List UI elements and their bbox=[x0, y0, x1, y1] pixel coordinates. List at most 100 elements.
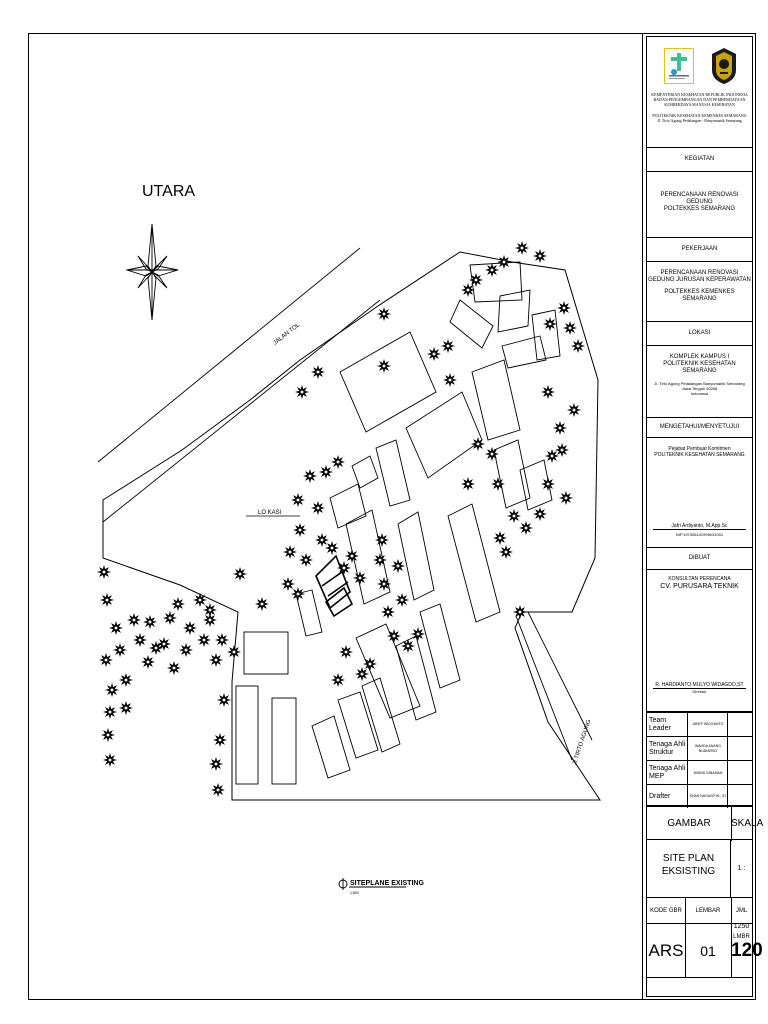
caption-text: SITEPLANE EXISTING bbox=[350, 880, 424, 887]
tree-icon bbox=[498, 544, 514, 560]
kegiatan-line1: PERENCANAAN RENOVASI GEDUNG bbox=[660, 192, 739, 205]
tree-icon bbox=[166, 660, 182, 676]
tree-icon bbox=[118, 700, 134, 716]
tree-icon bbox=[410, 626, 426, 642]
tree-icon bbox=[310, 364, 326, 380]
lokasi-heading: LOKASI bbox=[647, 321, 752, 345]
lokasi-line2: POLITEKNIK KESEHATAN SEMARANG bbox=[663, 361, 736, 374]
tree-icon bbox=[532, 506, 548, 522]
drawing-caption: SITEPLANE EXISTING 1:800 bbox=[338, 878, 424, 895]
mengetahui-heading: MENGETAHUI/MENYETUJUI bbox=[647, 417, 752, 437]
tree-icon bbox=[294, 384, 310, 400]
pekerjaan-heading: PEKERJAAN bbox=[647, 237, 752, 261]
kode-gbr-value: ARS bbox=[647, 924, 686, 978]
tree-icon bbox=[100, 727, 116, 743]
toll-road bbox=[97, 247, 381, 523]
drawing-title-line1: SITE PLAN bbox=[662, 853, 715, 864]
tree-icon bbox=[324, 540, 340, 556]
tree-icon bbox=[330, 672, 346, 688]
ministry-logo bbox=[664, 48, 694, 84]
tree-icon bbox=[310, 500, 326, 516]
jml-lmbr-value: 120 bbox=[731, 940, 763, 961]
scale-value: 1 : 1250 bbox=[733, 865, 750, 930]
tree-icon bbox=[132, 632, 148, 648]
agency-line2: SUMBERDAYA MANUSIA KESEHATAN bbox=[664, 102, 735, 107]
lokasi-address2: Jawa Tengah 50268 bbox=[681, 386, 718, 391]
mengetahui-nip: NIP.197306141995031001 bbox=[675, 532, 724, 537]
tree-icon bbox=[540, 476, 556, 492]
tree-icon bbox=[170, 596, 186, 612]
tree-icon bbox=[386, 628, 402, 644]
tree-icon bbox=[468, 272, 484, 288]
tree-icon bbox=[108, 620, 124, 636]
street-label: Jl.TIRTO AGUNG bbox=[572, 719, 592, 766]
tree-icon bbox=[142, 614, 158, 630]
gambar-body: SITE PLAN EKSISTING 1 : 1250 bbox=[647, 839, 752, 930]
pekerjaan-line2: GEDUNG JURUSAN KEPERAWATAN bbox=[648, 277, 751, 283]
code-header: KODE GBR LEMBAR JML LMBR bbox=[647, 897, 752, 940]
tree-icon bbox=[182, 620, 198, 636]
tree-icon bbox=[390, 558, 406, 574]
tree-icon bbox=[290, 492, 306, 508]
tree-icon bbox=[506, 508, 522, 524]
province-emblem-icon bbox=[710, 46, 738, 86]
tree-icon bbox=[484, 262, 500, 278]
team-role: Tenaga Ahli MEP bbox=[649, 761, 688, 785]
tree-icon bbox=[490, 476, 506, 492]
dibuat-name: R. HARDIANTO MULYO WIDAGDO,ST bbox=[653, 682, 746, 689]
jml-lmbr-label: JML LMBR bbox=[733, 908, 750, 940]
mengetahui-line1: Pejabat Pembuat Komitmen bbox=[668, 446, 731, 452]
mengetahui-line2: POLITEKNIK KESEHATAN SEMARANG bbox=[654, 452, 745, 458]
street bbox=[515, 611, 593, 761]
dibuat-body: KONSULTAN PERENCANA CV. PURUSARA TEKNIK … bbox=[647, 569, 752, 711]
lokasi-line1: KOMPLEK KAMPUS I bbox=[669, 354, 730, 360]
tree-icon bbox=[140, 654, 156, 670]
tree-icon bbox=[216, 692, 232, 708]
tree-icon bbox=[318, 464, 334, 480]
agency-line1: BADAN PENGEMBANGAN DAN PEMBERDAYAAN bbox=[653, 97, 746, 102]
tree-icon bbox=[162, 610, 178, 626]
tree-icon bbox=[232, 566, 248, 582]
tree-icon bbox=[208, 652, 224, 668]
kegiatan-body: PERENCANAAN RENOVASI GEDUNG POLTEKKES SE… bbox=[647, 171, 752, 237]
mengetahui-name: Jafri Ardiyanto, M.App.Sc bbox=[653, 523, 746, 530]
tree-icon bbox=[376, 358, 392, 374]
tree-icon bbox=[562, 320, 578, 336]
tree-icon bbox=[292, 522, 308, 538]
tree-icon bbox=[178, 642, 194, 658]
tree-icon bbox=[354, 666, 370, 682]
tree-icon bbox=[400, 638, 416, 654]
tree-icon bbox=[148, 640, 164, 656]
tree-icon bbox=[376, 306, 392, 322]
tree-icon bbox=[102, 752, 118, 768]
buildings bbox=[235, 261, 561, 785]
tree-icon bbox=[372, 552, 388, 568]
tree-icon bbox=[104, 682, 120, 698]
tree-icon bbox=[542, 316, 558, 332]
dibuat-heading: DIBUAT bbox=[647, 547, 752, 569]
kode-gbr-label: KODE GBR bbox=[647, 898, 686, 924]
drawing-title-line2: EKSISTING bbox=[661, 866, 716, 877]
tree-icon bbox=[496, 254, 512, 270]
title-block: KEMENTERIAN KESEHATAN REPUBLIK INDONESIA… bbox=[642, 33, 763, 1000]
trees bbox=[96, 240, 586, 798]
tree-icon bbox=[254, 596, 270, 612]
location-label: LO KASI bbox=[258, 510, 282, 516]
tree-icon bbox=[282, 544, 298, 560]
tree-icon bbox=[532, 248, 548, 264]
tree-icon bbox=[484, 446, 500, 462]
north-label: UTARA bbox=[142, 183, 195, 200]
tree-icon bbox=[544, 448, 560, 464]
tree-icon bbox=[102, 704, 118, 720]
team-member-name: ARIEF WIDIYANTO bbox=[689, 713, 728, 736]
tree-icon bbox=[298, 552, 314, 568]
code-values: ARS 01 120 bbox=[647, 923, 763, 978]
title-block-footer bbox=[647, 977, 752, 997]
mengetahui-body: Pejabat Pembuat Komitmen POLITEKNIK KESE… bbox=[647, 437, 752, 547]
tree-icon bbox=[98, 652, 114, 668]
team-member-name: WISNU DINAMAN bbox=[689, 761, 728, 785]
tree-icon bbox=[344, 548, 360, 564]
